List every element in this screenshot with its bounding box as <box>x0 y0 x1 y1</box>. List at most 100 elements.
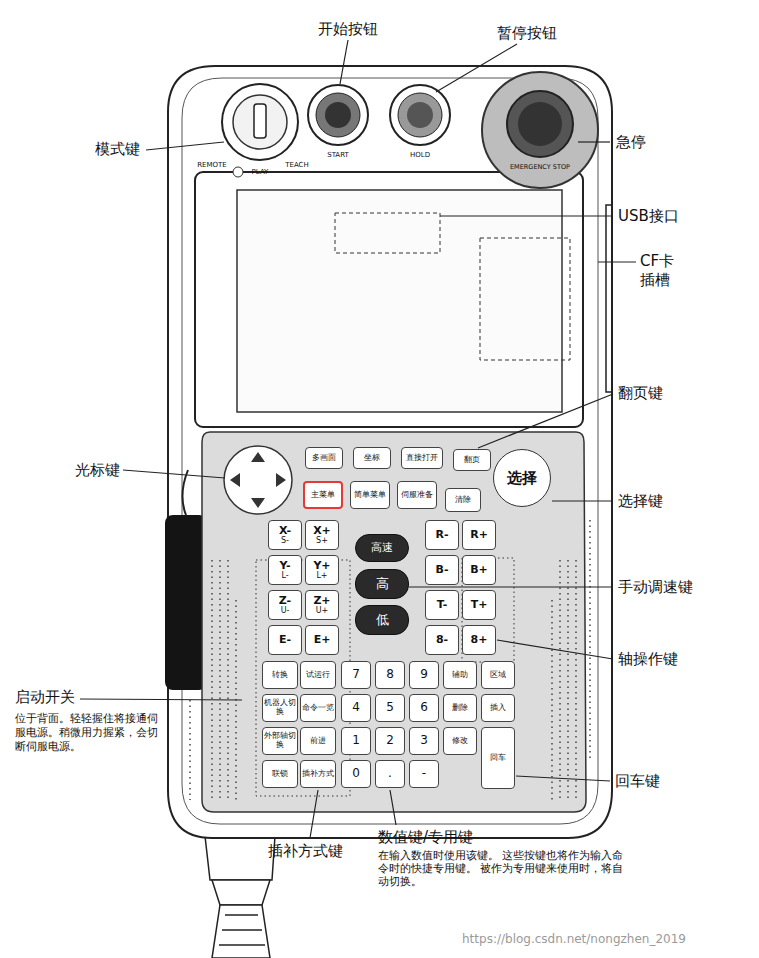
key-label: 插补方式 <box>302 770 334 779</box>
key-button: 7 <box>341 661 371 689</box>
key-label: - <box>422 767 426 780</box>
key-label: 多画面 <box>312 454 336 463</box>
button-label: START <box>327 151 349 160</box>
keypad-panel <box>202 432 586 812</box>
callout-label: 回车键 <box>615 772 660 791</box>
key-label: 区域 <box>490 671 506 680</box>
key-label: B- <box>436 564 449 576</box>
axis-key: Z+U+ <box>305 590 339 620</box>
key-label: T- <box>437 599 447 611</box>
speed-key: 高 <box>355 569 409 599</box>
key-label: U- <box>281 607 290 616</box>
key-label: 前进 <box>310 737 326 746</box>
callout-label: 启动开关 <box>15 688 75 707</box>
key-button: 1 <box>341 727 371 755</box>
switch-position-label: TEACH <box>285 161 309 170</box>
key-label: 2 <box>386 734 394 747</box>
key-label: 坐标 <box>364 454 380 463</box>
start-button <box>308 85 368 145</box>
key-label: S+ <box>316 537 328 546</box>
key-label: 主菜单 <box>311 491 335 500</box>
key-button: 联锁 <box>262 760 298 788</box>
leader-lines <box>80 40 636 838</box>
cable-connector <box>205 836 275 958</box>
key-label: B+ <box>470 564 488 576</box>
note-text: 在输入数值时使用该键。 这些按键也将作为输入命令时的快捷专用键。 被作为专用键来… <box>378 849 633 888</box>
axis-key: Z-U- <box>268 590 302 620</box>
key-label: E+ <box>314 634 331 646</box>
key-button: 5 <box>375 694 405 722</box>
key-label: 8+ <box>471 634 488 646</box>
callout-label: 开始按钮 <box>318 20 378 39</box>
switch-position-label: PLAY <box>252 168 269 177</box>
watermark: https://blog.csdn.net/nongzhen_2019 <box>462 932 686 947</box>
key-label: L+ <box>316 572 327 581</box>
key-button: 命令一览 <box>300 694 336 722</box>
key-button: 简单菜单 <box>350 481 390 509</box>
screen-bezel <box>195 172 583 427</box>
key-label: 辅助 <box>452 671 468 680</box>
key-label: 4 <box>352 701 360 714</box>
key-button: . <box>375 760 405 788</box>
pendant-body <box>168 66 612 838</box>
key-button: 转换 <box>262 661 298 689</box>
key-label: Y+ <box>313 560 330 572</box>
key-button: 辅助 <box>443 661 477 689</box>
key-button: 外部轴切换 <box>262 727 298 755</box>
key-button: 伺服准备 <box>397 481 437 509</box>
key-button: 回车 <box>481 727 515 789</box>
axis-key: Y-L- <box>268 555 302 585</box>
callout-label: 数值键/专用键 <box>378 828 473 847</box>
key-label: 1 <box>352 734 360 747</box>
callout-label: 光标键 <box>75 461 120 480</box>
usb-port-area <box>335 213 440 253</box>
callout-label: 轴操作键 <box>618 650 678 669</box>
axis-key: E+ <box>305 625 339 655</box>
key-label: Z+ <box>313 595 330 607</box>
key-label: 0 <box>352 767 360 780</box>
key-label: 清除 <box>455 496 471 505</box>
key-button: 插补方式 <box>300 760 336 788</box>
key-button: 9 <box>409 661 439 689</box>
key-label: 外部轴切换 <box>264 732 296 750</box>
axis-key: R+ <box>462 520 496 550</box>
key-button: 试运行 <box>300 661 336 689</box>
key-label: 低 <box>376 613 389 627</box>
switch-position-label: REMOTE <box>197 161 227 170</box>
speed-key: 高速 <box>355 534 409 562</box>
key-button: 直接打开 <box>401 447 443 469</box>
screen <box>237 190 562 412</box>
key-button: - <box>409 760 439 788</box>
select-button: 选择 <box>493 449 551 507</box>
key-label: 插入 <box>490 704 506 713</box>
key-label: 回车 <box>490 754 506 763</box>
button-label: EMERGENCY STOP <box>510 163 570 171</box>
key-button: 删除 <box>443 694 477 722</box>
axis-key: T- <box>425 590 459 620</box>
key-label: 7 <box>352 668 360 681</box>
grip-dots <box>190 520 590 800</box>
key-label: Y- <box>280 560 291 572</box>
button-label: HOLD <box>410 151 430 160</box>
cf-card-area <box>480 238 570 360</box>
axis-key: X-S- <box>268 520 302 550</box>
key-label: 高 <box>376 577 389 591</box>
callout-label: 插补方式键 <box>268 842 343 861</box>
key-label: 直接打开 <box>406 454 438 463</box>
key-button: 坐标 <box>353 447 391 469</box>
callout-label: CF卡 插槽 <box>640 252 684 290</box>
axis-key: 8+ <box>462 625 496 655</box>
key-label: S- <box>281 537 289 546</box>
key-label: 9 <box>420 668 428 681</box>
callout-label: 模式键 <box>95 140 140 159</box>
key-label: R- <box>435 529 448 541</box>
key-label: R+ <box>470 529 488 541</box>
callout-label: 翻页键 <box>618 384 663 403</box>
key-label: 命令一览 <box>302 704 334 713</box>
callout-label: 急停 <box>616 133 646 152</box>
key-label: 机器人切换 <box>264 699 296 717</box>
callout-label: 选择键 <box>618 492 663 511</box>
note-text: 位于背面。轻轻握住将接通伺服电源。稍微用力握紧，会切断伺服电源。 <box>15 712 165 753</box>
key-label: T+ <box>471 599 488 611</box>
